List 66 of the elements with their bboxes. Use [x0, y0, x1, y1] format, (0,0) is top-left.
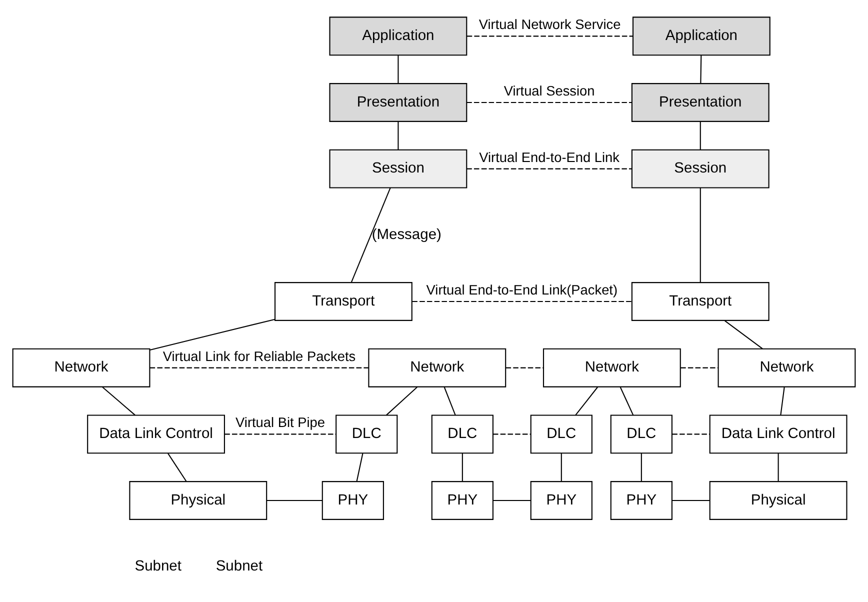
node-box: Data Link Control	[87, 414, 225, 454]
connector	[724, 320, 763, 349]
connector	[412, 300, 632, 302]
connector	[444, 386, 456, 415]
node-box: DLC	[336, 414, 398, 454]
connector	[700, 187, 701, 282]
node-box: PHY	[322, 480, 384, 520]
connector	[700, 54, 702, 83]
node-box: Application	[329, 16, 468, 56]
node-box: PHY	[530, 480, 592, 520]
connector	[398, 54, 399, 83]
connector	[672, 433, 710, 434]
node-box: Transport	[274, 282, 412, 320]
connector	[350, 187, 391, 282]
edge-label: Virtual Bit Pipe	[236, 414, 325, 430]
node-box: PHY	[431, 480, 494, 520]
connector	[680, 366, 718, 368]
connector	[466, 101, 632, 103]
node-box: Transport	[631, 282, 770, 320]
label: Subnet	[216, 558, 263, 574]
edge-label: Virtual Link for Reliable Packets	[162, 348, 356, 364]
edge-label: Virtual End-to-End Link	[479, 149, 620, 164]
connector	[168, 452, 187, 482]
node-box: Network	[718, 348, 856, 387]
connector	[492, 499, 531, 501]
node-box: DLC	[431, 414, 494, 454]
connector	[398, 121, 399, 150]
connector	[492, 433, 531, 434]
connector	[224, 433, 336, 434]
connector	[672, 499, 710, 501]
node-box: PHY	[610, 480, 672, 520]
connector	[780, 386, 785, 415]
edge-label: Virtual Network Service	[478, 16, 621, 32]
connector	[620, 386, 634, 415]
node-box: DLC	[530, 414, 592, 454]
node-box: Physical	[129, 480, 268, 520]
label: (Message)	[372, 226, 442, 243]
node-box: Data Link Control	[709, 414, 848, 454]
connector	[778, 452, 779, 481]
connector	[700, 121, 701, 150]
node-box: Session	[329, 148, 468, 188]
label: Subnet	[134, 558, 182, 574]
node-box: Network	[368, 348, 506, 387]
connector	[150, 366, 368, 368]
connector	[560, 452, 562, 481]
node-box: Presentation	[329, 82, 468, 122]
node-box: Application	[632, 16, 770, 56]
node-box: Presentation	[631, 82, 770, 122]
connector	[466, 168, 632, 169]
node-box: Network	[542, 348, 681, 387]
node-box: Session	[631, 148, 770, 188]
connector	[506, 366, 544, 368]
connector	[575, 386, 598, 415]
connector	[266, 499, 322, 501]
connector	[102, 386, 136, 415]
connector	[640, 452, 642, 481]
node-box: Physical	[709, 480, 848, 520]
edge-label: Virtual End-to-End Link(Packet)	[426, 282, 618, 298]
connector	[462, 452, 463, 481]
connector	[356, 452, 364, 481]
edge-label: Virtual Session	[504, 83, 595, 98]
node-box: DLC	[610, 414, 672, 454]
connector	[150, 318, 276, 350]
connector	[386, 386, 418, 415]
node-box: Network	[12, 348, 150, 387]
connector	[467, 35, 633, 36]
